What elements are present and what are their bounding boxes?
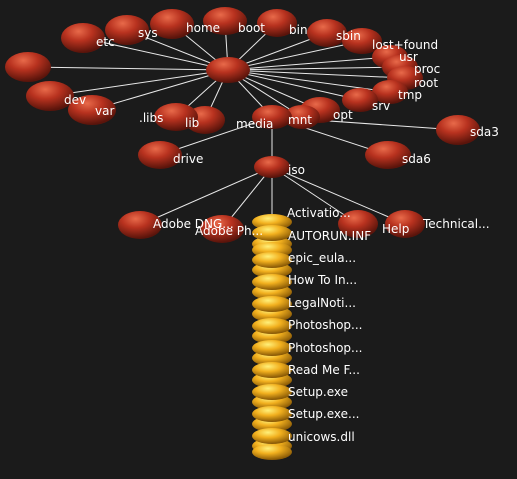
label-technical: Technical...: [422, 217, 490, 231]
label-autorun: AUTORUN.INF: [288, 229, 371, 243]
label-legalnoti: LegalNoti...: [288, 296, 356, 310]
label-sda6: sda6: [402, 152, 431, 166]
label-lib: lib: [185, 116, 199, 130]
folder-node-lost-found[interactable]: [342, 28, 382, 54]
label-usr: usr: [399, 50, 418, 64]
label-srv: srv: [372, 99, 390, 113]
edge-root-proc: [227, 66, 401, 71]
edge-root-dev: [49, 69, 229, 97]
folder-node-root[interactable]: [206, 57, 250, 83]
label-proc: proc: [414, 62, 440, 76]
folder-node-sys[interactable]: [105, 15, 149, 45]
folder-node-iso[interactable]: [254, 156, 290, 178]
edge-root-root: [227, 69, 406, 79]
folder-node-tmp[interactable]: [372, 80, 408, 104]
label-read-me: Read Me F...: [288, 363, 360, 377]
label-setup-exe: Setup.exe: [288, 385, 348, 399]
label-how-to-in: How To In...: [288, 273, 357, 287]
edge-root-etc: [82, 37, 229, 71]
tree-labels: etc sys home boot bin sbin lost+foundusrprocro…: [64, 21, 499, 444]
edge-root-unlabeled-left: [27, 66, 229, 71]
file-stack-disc[interactable]: [252, 444, 292, 460]
label-drive: drive: [173, 152, 203, 166]
file-node-epic-eula[interactable]: [252, 252, 292, 268]
label-adobe-ph: Adobe Ph...: [195, 224, 263, 238]
file-node-how-to-in[interactable]: [252, 274, 292, 290]
label-help: Help: [382, 222, 409, 236]
folder-node-var[interactable]: [68, 95, 116, 125]
label-tmp: tmp: [398, 88, 422, 102]
label-boot: boot: [238, 21, 265, 35]
label-photoshop-1: Photoshop...: [288, 318, 363, 332]
label-media: media: [236, 117, 273, 131]
label-var: var: [95, 104, 114, 118]
folder-node-sda6[interactable]: [365, 141, 411, 169]
folder-node-adobe-dng[interactable]: [118, 211, 162, 239]
label-sbin: sbin: [336, 29, 361, 43]
label-setup-exe-2: Setup.exe...: [288, 407, 359, 421]
folder-node-help[interactable]: [385, 210, 425, 238]
label-mnt: mnt: [288, 113, 312, 127]
file-node-photoshop-1[interactable]: [252, 318, 292, 334]
tree-nodes: [5, 7, 480, 460]
label-opt: opt: [333, 108, 353, 122]
folder-node-unlabeled-left[interactable]: [5, 52, 51, 82]
folder-node-sda3[interactable]: [436, 115, 480, 145]
file-node-autorun[interactable]: [252, 225, 292, 241]
label-sys: sys: [138, 26, 158, 40]
folder-node-dev[interactable]: [26, 81, 74, 111]
label-activation: Activatio...: [287, 206, 351, 220]
edge-iso-help: [271, 166, 406, 225]
edge-root-srv: [227, 69, 361, 101]
file-node-legalnoti[interactable]: [252, 296, 292, 312]
folder-node-etc[interactable]: [61, 23, 105, 53]
label-lost-found: lost+found: [372, 38, 438, 52]
edge-root-lost-found: [227, 40, 363, 71]
edge-iso-adobe-dng: [139, 166, 273, 226]
edge-root-var: [91, 69, 229, 111]
folder-node-boot[interactable]: [203, 7, 247, 35]
file-node-activation[interactable]: [252, 214, 292, 230]
file-node-setup-exe-2[interactable]: [252, 406, 292, 422]
label-iso: iso: [288, 163, 305, 177]
folder-node-srv[interactable]: [342, 88, 378, 112]
label-adobe-dng: Adobe DNG...: [153, 217, 234, 231]
label-dev: dev: [64, 93, 86, 107]
label-libs: .libs: [139, 111, 163, 125]
label-photoshop-2: Photoshop...: [288, 341, 363, 355]
folder-node-media[interactable]: [252, 105, 292, 129]
label-etc: etc: [96, 35, 115, 49]
label-root: root: [414, 76, 438, 90]
folder-node-bin[interactable]: [257, 9, 297, 37]
label-home: home: [186, 21, 220, 35]
label-bin: bin: [289, 23, 308, 37]
file-node-setup-exe[interactable]: [252, 384, 292, 400]
folder-node-adobe-ph[interactable]: [200, 215, 244, 243]
folder-node-libs[interactable]: [154, 103, 198, 131]
file-node-unicows[interactable]: [252, 428, 292, 444]
label-unicows: unicows.dll: [288, 430, 355, 444]
folder-node-technical[interactable]: [338, 210, 378, 238]
label-epic-eula: epic_eula...: [288, 251, 356, 265]
label-sda3: sda3: [470, 125, 499, 139]
folder-node-home[interactable]: [150, 9, 194, 39]
folder-node-drive[interactable]: [138, 141, 182, 169]
folder-node-sbin[interactable]: [307, 19, 347, 47]
file-node-photoshop-2[interactable]: [252, 340, 292, 356]
edge-root-usr: [227, 56, 391, 71]
folder-node-mnt[interactable]: [284, 105, 320, 129]
file-node-read-me[interactable]: [252, 362, 292, 378]
